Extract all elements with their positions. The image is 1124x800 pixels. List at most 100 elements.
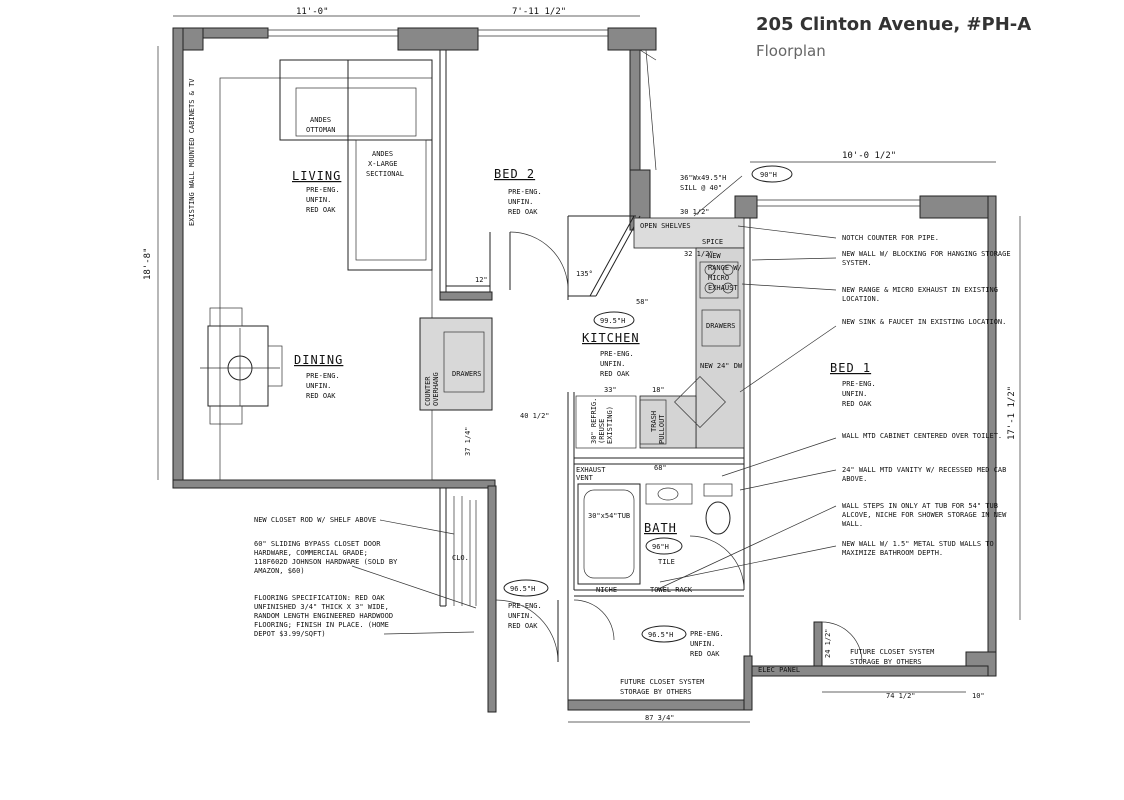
dim-top-left: 11'-0" bbox=[296, 7, 329, 17]
closet-label: CLO. bbox=[452, 554, 469, 562]
note-right-1: NOTCH COUNTER FOR PIPE. bbox=[842, 234, 939, 242]
room-hall-spec-2: UNFIN. bbox=[508, 612, 533, 620]
dimension-lines bbox=[157, 15, 1021, 723]
counter-overhang-label-2: OVERHANG bbox=[432, 372, 440, 406]
room-living-spec-3: RED OAK bbox=[306, 206, 336, 214]
room-kitchen-spec-2: UNFIN. bbox=[600, 360, 625, 368]
room-bed1-spec-2: UNFIN. bbox=[842, 390, 867, 398]
room-dining-name: DINING bbox=[294, 353, 343, 367]
room-bed1-spec-1: PRE-ENG. bbox=[842, 380, 876, 388]
dw-label: NEW 24" DW bbox=[700, 362, 743, 370]
niche-label: NICHE bbox=[596, 586, 617, 594]
room-closet-hall-spec-2: UNFIN. bbox=[690, 640, 715, 648]
interior-walls bbox=[439, 50, 751, 700]
dim-24-1-2: 24 1/2" bbox=[824, 628, 832, 658]
exhaust-vent-label-2: VENT bbox=[576, 474, 594, 482]
dim-bottom-bath: 87 3/4" bbox=[645, 714, 675, 722]
trash-label-1: TRASH bbox=[650, 411, 658, 432]
dim-37-1-4: 37 1/4" bbox=[464, 426, 472, 456]
dim-40-1-2: 40 1/2" bbox=[520, 412, 550, 420]
plan-subtitle: Floorplan bbox=[756, 42, 826, 60]
dim-10: 10" bbox=[972, 692, 985, 700]
dim-bottom-bed1: 74 1/2" bbox=[886, 692, 916, 700]
ottoman-label-2: OTTOMAN bbox=[306, 126, 336, 134]
range-label-2: RANGE W/ bbox=[708, 264, 742, 272]
room-bed1-spec-3: RED OAK bbox=[842, 400, 872, 408]
range-label-3: MICRO bbox=[708, 274, 729, 282]
room-closet-hall-spec-1: PRE-ENG. bbox=[690, 630, 724, 638]
angle-label: 135° bbox=[576, 270, 593, 278]
ottoman-label-1: ANDES bbox=[310, 116, 331, 124]
room-living-spec-1: PRE-ENG. bbox=[306, 186, 340, 194]
furniture bbox=[200, 59, 745, 606]
range-label-1: NEW bbox=[708, 252, 721, 260]
note-right-5: WALL MTD CABINET CENTERED OVER TOILET. bbox=[842, 432, 1002, 440]
window-note-1: 36"Wx49.5"H bbox=[680, 174, 726, 182]
room-bed2-name: BED 2 bbox=[494, 167, 535, 181]
spice-label: SPICE bbox=[702, 238, 723, 246]
dim-68: 68" bbox=[654, 464, 667, 472]
refrig-label-3: EXISTING) bbox=[606, 406, 614, 444]
room-kitchen-spec-1: PRE-ENG. bbox=[600, 350, 634, 358]
room-dining-spec-2: UNFIN. bbox=[306, 382, 331, 390]
dim-bed1-width: 10'-0 1/2" bbox=[842, 151, 896, 161]
dim-32-1-2: 32 1/2" bbox=[684, 250, 714, 258]
sectional-label-3: SECTIONAL bbox=[366, 170, 404, 178]
sectional-label-2: X-LARGE bbox=[368, 160, 398, 168]
refrig-label-2: (REUSE bbox=[598, 419, 606, 444]
drawers-island-label: DRAWERS bbox=[452, 370, 482, 378]
dim-58: 58" bbox=[636, 298, 649, 306]
exhaust-vent-label-1: EXHAUST bbox=[576, 466, 606, 474]
future-closet-1-line-1: FUTURE CLOSET SYSTEM bbox=[620, 678, 704, 686]
elec-panel-label: ELEC PANEL bbox=[758, 666, 800, 674]
future-closet-1-line-2: STORAGE BY OTHERS bbox=[620, 688, 692, 696]
room-bath-spec: TILE bbox=[658, 558, 675, 566]
room-dining-spec-3: RED OAK bbox=[306, 392, 336, 400]
room-closet-hall-spec-3: RED OAK bbox=[690, 650, 720, 658]
room-living-name: LIVING bbox=[292, 169, 341, 183]
room-bed2-spec-1: PRE-ENG. bbox=[508, 188, 542, 196]
dim-right-height: 17'-1 1/2" bbox=[1007, 386, 1017, 440]
plan-title: 205 Clinton Avenue, #PH-A bbox=[756, 14, 1032, 35]
trash-label-2: PULLOUT bbox=[658, 414, 666, 444]
dim-18: 18" bbox=[652, 386, 665, 394]
room-kitchen-name: KITCHEN bbox=[582, 331, 640, 345]
room-hall-spec-3: RED OAK bbox=[508, 622, 538, 630]
dim-30-1-2: 30 1/2" bbox=[680, 208, 710, 216]
leader-lines bbox=[351, 175, 837, 635]
open-shelves-label: OPEN SHELVES bbox=[640, 222, 691, 230]
sectional-label-1: ANDES bbox=[372, 150, 393, 158]
room-closet-hall-height: 96.5"H bbox=[648, 631, 673, 639]
counter-overhang-label-1: COUNTER bbox=[424, 376, 432, 406]
future-closet-2-line-1: FUTURE CLOSET SYSTEM bbox=[850, 648, 934, 656]
doors bbox=[495, 231, 863, 663]
dim-left-height: 18'-8" bbox=[143, 247, 153, 280]
room-living-spec-2: UNFIN. bbox=[306, 196, 331, 204]
room-hall-height: 96.5"H bbox=[510, 585, 535, 593]
towel-rack-label: TOWEL RACK bbox=[650, 586, 693, 594]
future-closet-2-line-2: STORAGE BY OTHERS bbox=[850, 658, 922, 666]
dim-33: 33" bbox=[604, 386, 617, 394]
room-bed2-spec-3: RED OAK bbox=[508, 208, 538, 216]
room-kitchen-height: 99.5"H bbox=[600, 317, 625, 325]
room-bed2-spec-2: UNFIN. bbox=[508, 198, 533, 206]
note-right-4: NEW SINK & FAUCET IN EXISTING LOCATION. bbox=[842, 318, 1006, 326]
dim-12: 12" bbox=[475, 276, 488, 284]
height-90-label: 90"H bbox=[760, 171, 777, 179]
room-bath-name: BATH bbox=[644, 521, 677, 535]
room-kitchen-spec-3: RED OAK bbox=[600, 370, 630, 378]
exterior-walls bbox=[172, 27, 997, 713]
note-left-1: NEW CLOSET ROD W/ SHELF ABOVE bbox=[254, 516, 376, 524]
note-right-2: NEW WALL W/ BLOCKING FOR HANGING STORAGE… bbox=[842, 250, 1011, 267]
wall-cabinets-label: EXISTING WALL MOUNTED CABINETS & TV bbox=[188, 78, 196, 226]
room-hall-spec-1: PRE-ENG. bbox=[508, 602, 542, 610]
drawers-kitchen-label: DRAWERS bbox=[706, 322, 736, 330]
room-dining-spec-1: PRE-ENG. bbox=[306, 372, 340, 380]
